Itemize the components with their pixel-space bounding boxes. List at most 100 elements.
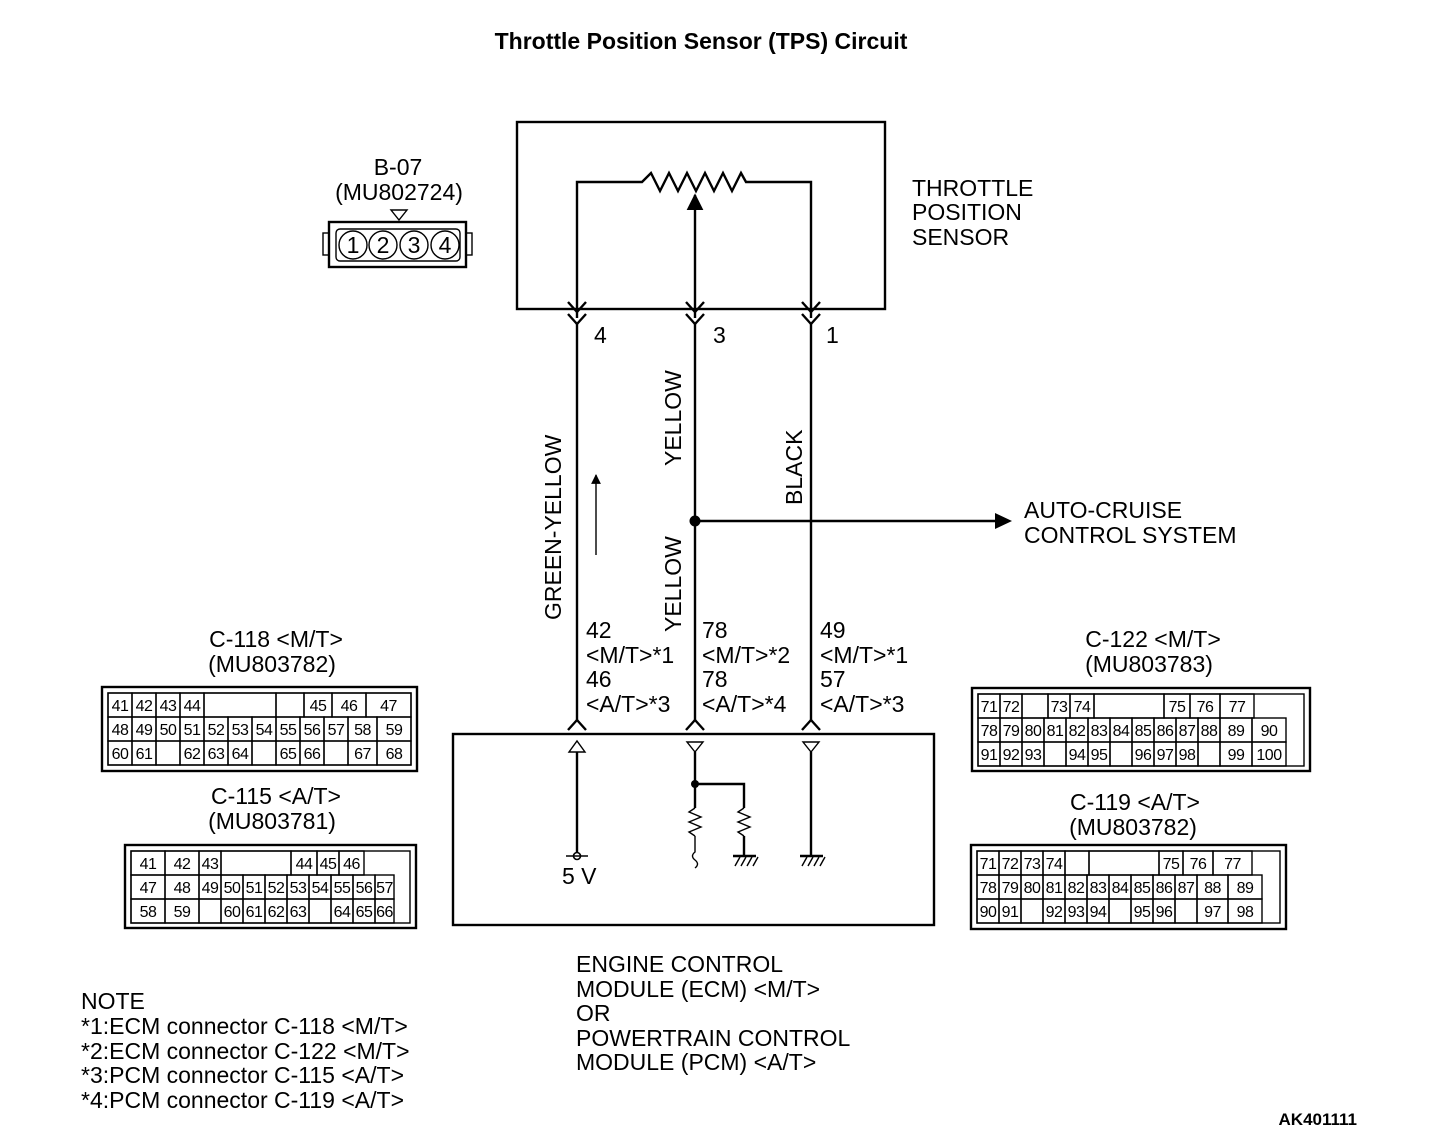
pin-number: 84 xyxy=(1113,723,1130,740)
pin-number: 57 xyxy=(328,722,345,739)
note-line-1: *1:ECM connector C-118 <M/T> xyxy=(81,1013,408,1039)
pin-number: 94 xyxy=(1069,747,1086,764)
pin-number: 48 xyxy=(174,880,191,897)
sensor-name-line1: THROTTLE xyxy=(912,175,1033,201)
pin-number: 95 xyxy=(1134,904,1151,921)
module-name-line2: MODULE (ECM) <M/T> xyxy=(576,976,820,1002)
blank-pin-cell xyxy=(251,740,277,766)
connector-c122-label: C-122 <M/T> xyxy=(1085,626,1221,652)
pin-number: 59 xyxy=(386,722,403,739)
pin-number: 41 xyxy=(112,698,129,715)
pin-number: 47 xyxy=(380,698,397,715)
pin-number: 56 xyxy=(304,722,321,739)
diagram-title: Throttle Position Sensor (TPS) Circuit xyxy=(495,28,908,54)
pin-number: 77 xyxy=(1224,856,1241,873)
pin-number: 80 xyxy=(1024,880,1041,897)
blank-pin-cell xyxy=(220,850,292,876)
pin-number: 85 xyxy=(1135,723,1152,740)
blank-pin-cell xyxy=(1174,898,1198,924)
module-name-line1: ENGINE CONTROL xyxy=(576,951,783,977)
pin-number: 73 xyxy=(1051,699,1068,716)
pin-number: 79 xyxy=(1002,880,1019,897)
sensor-terminals: 4 3 1 xyxy=(567,301,839,348)
pin-number: 65 xyxy=(280,746,297,763)
pin-number: 71 xyxy=(980,856,997,873)
pin-number: 57 xyxy=(376,880,393,897)
pin-number: 96 xyxy=(1135,747,1152,764)
connector-c119-label: C-119 <A/T> xyxy=(1070,789,1200,815)
pin-number: 92 xyxy=(1046,904,1063,921)
pin-number: 62 xyxy=(268,904,285,921)
module-name-line3: OR xyxy=(576,1000,611,1026)
pin-number: 59 xyxy=(174,904,191,921)
engine-control-module: 5 V ENGINE CONTROL MODULE (ECM) <M/T> OR… xyxy=(451,732,936,1075)
terminal-1-label: 1 xyxy=(826,322,839,348)
pin-number: 65 xyxy=(356,904,373,921)
pin-number: 42 xyxy=(136,698,153,715)
sensor-name-line3: SENSOR xyxy=(912,224,1009,250)
wire-color-black: BLACK xyxy=(781,429,807,505)
pin-number: 76 xyxy=(1190,856,1207,873)
pin-number: 73 xyxy=(1024,856,1041,873)
pin-number: 63 xyxy=(208,746,225,763)
module-box xyxy=(451,732,936,927)
pin-number: 50 xyxy=(224,880,241,897)
pin-number: 51 xyxy=(184,722,201,739)
pin-number: 85 xyxy=(1134,880,1151,897)
pin-number: 46 xyxy=(341,698,358,715)
pin-number: 91 xyxy=(1002,904,1019,921)
pin-number: 41 xyxy=(140,856,157,873)
blank-pin-cell xyxy=(275,692,305,718)
pin-4 xyxy=(430,230,460,260)
connector-c118-part-no: (MU803782) xyxy=(208,651,336,677)
pin-number: 79 xyxy=(1003,723,1020,740)
pin-4-label: 4 xyxy=(439,232,452,258)
pin-number: 81 xyxy=(1047,723,1064,740)
pin-number: 72 xyxy=(1003,699,1020,716)
pin-label-right-2: <M/T>*1 xyxy=(820,642,908,668)
note-line-4: *4:PCM connector C-119 <A/T> xyxy=(81,1087,404,1113)
pin-number: 55 xyxy=(280,722,297,739)
pin-number: 98 xyxy=(1179,747,1196,764)
pin-number: 49 xyxy=(136,722,153,739)
pin-3-label: 3 xyxy=(408,232,421,258)
pin-number: 52 xyxy=(208,722,225,739)
pin-label-left-2: <M/T>*1 xyxy=(586,642,674,668)
pin-label-mid-2: <M/T>*2 xyxy=(702,642,790,668)
notes: NOTE *1:ECM connector C-118 <M/T> *2:ECM… xyxy=(81,988,410,1113)
pin-label-mid-1: 78 xyxy=(702,617,728,643)
pin-number: 100 xyxy=(1256,747,1282,764)
terminal-3-label: 3 xyxy=(713,322,726,348)
pin-label-right-3: 57 xyxy=(820,666,846,692)
connector-c115-label: C-115 <A/T> xyxy=(211,783,341,809)
pin-number: 64 xyxy=(232,746,249,763)
wire-color-yellow-upper: YELLOW xyxy=(660,370,686,466)
pin-number: 43 xyxy=(202,856,219,873)
pin-number: 42 xyxy=(174,856,191,873)
pin-number: 99 xyxy=(1228,747,1245,764)
throttle-position-sensor: THROTTLE POSITION SENSOR xyxy=(515,120,1033,318)
connector-c115-part-no: (MU803781) xyxy=(208,808,336,834)
pin-3 xyxy=(399,230,429,260)
blank-pin-cell xyxy=(1197,741,1221,767)
pin-number: 94 xyxy=(1090,904,1107,921)
pin-number: 76 xyxy=(1197,699,1214,716)
pin-number: 81 xyxy=(1046,880,1063,897)
pin-number: 75 xyxy=(1169,699,1186,716)
pin-1-label: 1 xyxy=(347,232,360,258)
pin-2-label: 2 xyxy=(377,232,390,258)
module-pin-labels: 42 <M/T>*1 46 <A/T>*3 78 <M/T>*2 78 <A/T… xyxy=(586,617,908,717)
module-terminals xyxy=(567,718,821,731)
pin-number: 89 xyxy=(1228,723,1245,740)
pin-number: 71 xyxy=(981,699,998,716)
pin-number: 66 xyxy=(304,746,321,763)
pin-label-right-1: 49 xyxy=(820,617,846,643)
pin-1 xyxy=(338,230,368,260)
pin-number: 74 xyxy=(1074,699,1091,716)
pin-number: 96 xyxy=(1156,904,1173,921)
pin-number: 83 xyxy=(1091,723,1108,740)
